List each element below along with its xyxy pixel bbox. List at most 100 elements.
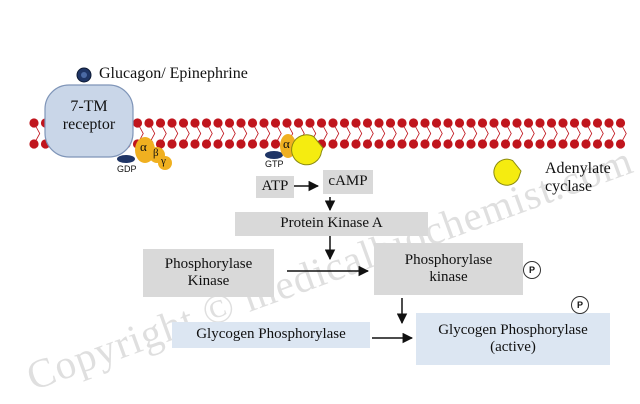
lipid-head — [385, 118, 396, 128]
lipid-head — [443, 118, 453, 128]
phosphorylase-kinase-inactive-line2: Kinase — [187, 273, 230, 289]
g-gamma-icon — [158, 156, 172, 170]
atp-label: ATP — [261, 178, 289, 195]
receptor-label: 7-TM receptor — [45, 98, 133, 135]
lipid-head — [408, 139, 419, 149]
ligand-label: Glucagon/ Epinephrine — [99, 65, 248, 82]
lipid-head — [282, 118, 292, 128]
lipid-head — [247, 118, 258, 128]
lipid-head — [523, 139, 534, 149]
lipid-head — [259, 139, 269, 149]
lipid-head — [581, 118, 591, 128]
lipid-head — [500, 139, 511, 149]
lipid-head — [144, 118, 154, 128]
phosphorylase-kinase-inactive-box: Phosphorylase Kinase — [143, 249, 274, 297]
lipid-head — [362, 139, 373, 149]
glycogen-phosphorylase-inactive-box: Glycogen Phosphorylase — [172, 322, 370, 348]
lipid-head — [213, 139, 223, 149]
phosphorylase-kinase-inactive-line1: Phosphorylase — [164, 255, 253, 272]
lipid-head — [615, 118, 626, 128]
legend-adenylate-cyclase-icon — [493, 158, 522, 186]
lipid-head — [604, 118, 614, 128]
lipid-head — [155, 139, 166, 149]
lipid-head — [604, 139, 614, 149]
lipid-head — [224, 139, 235, 149]
lipid-head — [236, 139, 246, 149]
adenylate-cyclase-line2: cyclase — [545, 178, 593, 196]
lipid-head — [259, 118, 269, 128]
lipid-head — [339, 118, 350, 128]
lipid-head — [477, 118, 488, 128]
lipid-head — [270, 139, 281, 149]
lipid-head — [397, 139, 407, 149]
lipid-head — [201, 139, 212, 149]
phosphorylase-kinase-active-line2: kinase — [429, 269, 468, 285]
phosphorylase-kinase-active-line1: Phosphorylase — [404, 251, 493, 268]
lipid-head — [374, 118, 384, 128]
lipid-head — [29, 118, 39, 128]
atp-box: ATP — [256, 176, 294, 198]
g-alpha-label: α — [140, 139, 147, 154]
g-alpha-active-label: α — [283, 136, 290, 151]
lipid-head — [305, 118, 315, 128]
lipid-head — [29, 139, 39, 149]
lipid-head — [512, 118, 522, 128]
lipid-head — [489, 139, 499, 149]
lipid-head — [178, 139, 189, 149]
glycogen-phosphorylase-inactive-label: Glycogen Phosphorylase — [196, 326, 346, 343]
adenylate-cyclase-line1: Adenylate — [545, 160, 611, 177]
lipid-head — [546, 139, 557, 149]
lipid-head — [546, 118, 557, 128]
lipid-head — [351, 139, 361, 149]
lipid-head — [615, 139, 626, 149]
glycogen-phosphorylase-active-line1: Glycogen Phosphorylase — [438, 321, 588, 338]
lipid-head — [592, 139, 603, 149]
lipid-head — [190, 118, 200, 128]
lipid-head — [466, 139, 476, 149]
lipid-head — [592, 118, 603, 128]
lipid-head — [569, 118, 580, 128]
lipid-head — [328, 118, 338, 128]
gdp-icon — [117, 155, 135, 163]
lipid-head — [443, 139, 453, 149]
lipid-head — [316, 118, 327, 128]
lipid-head — [535, 139, 545, 149]
lipid-head — [569, 139, 580, 149]
receptor-label-line1: 7-TM — [70, 98, 108, 115]
receptor-shape — [44, 84, 134, 158]
lipid-head — [454, 139, 465, 149]
lipid-head — [535, 118, 545, 128]
camp-label: cAMP — [328, 173, 368, 190]
lipid-head — [351, 118, 361, 128]
lipid-head — [167, 118, 177, 128]
lipid-head — [558, 139, 568, 149]
lipid-head — [224, 118, 235, 128]
adenylate-cyclase-legend-label: Adenylate cyclase — [545, 160, 611, 197]
adenylate-cyclase-icon — [291, 134, 324, 166]
lipid-head — [213, 118, 223, 128]
g-gamma-label: γ — [161, 155, 166, 167]
lipid-head — [512, 139, 522, 149]
gtp-icon — [265, 151, 283, 159]
lipid-head — [167, 139, 177, 149]
lipid-head — [374, 139, 384, 149]
lipid-head — [397, 118, 407, 128]
lipid-head — [201, 118, 212, 128]
protein-kinase-a-box: Protein Kinase A — [235, 212, 428, 236]
lipid-head — [431, 139, 442, 149]
lipid-head — [466, 118, 476, 128]
lipid-head — [190, 139, 200, 149]
lipid-head — [489, 118, 499, 128]
gtp-label: GTP — [265, 159, 284, 169]
lipid-head — [247, 139, 258, 149]
camp-box: cAMP — [323, 170, 373, 194]
glycogen-phosphorylase-active-line2: (active) — [490, 339, 536, 355]
lipid-head — [339, 139, 350, 149]
lipid-head — [385, 139, 396, 149]
lipid-head — [155, 118, 166, 128]
phosphate-badge-kinase: P — [523, 261, 541, 279]
lipid-head — [420, 118, 430, 128]
gdp-label: GDP — [117, 164, 137, 174]
